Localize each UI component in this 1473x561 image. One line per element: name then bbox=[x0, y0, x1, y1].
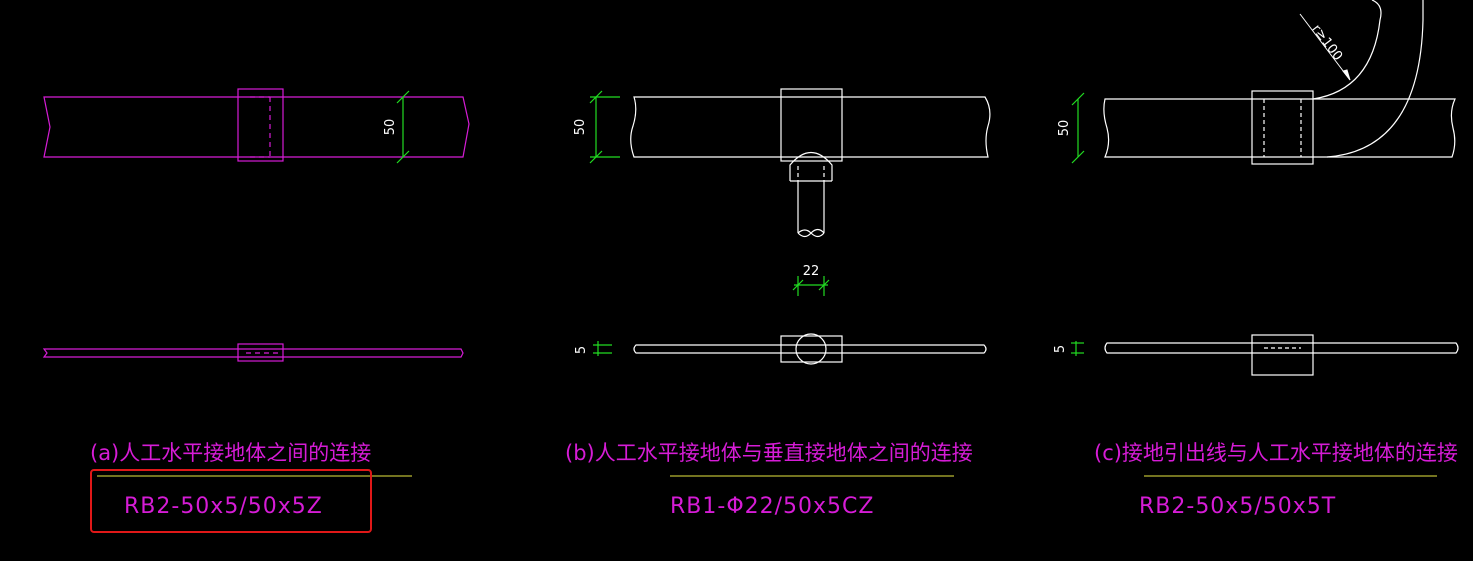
panel-c-connector-side bbox=[1251, 334, 1314, 376]
panel-c-dimensions bbox=[1299, 13, 1351, 81]
panel-c-lead-inner bbox=[1312, 0, 1382, 100]
panel-c bbox=[1103, 0, 1459, 376]
panel-a-flat-bar-side bbox=[42, 348, 464, 358]
panel-c-side-dimensions bbox=[1071, 92, 1085, 356]
panel-b-flat-bar-plan bbox=[630, 96, 991, 158]
panel-c-flat-bar-plan bbox=[1103, 98, 1456, 158]
panel-a-flat-bar-plan bbox=[43, 96, 470, 158]
panel-b-caption: (b)人工水平接地体与垂直接地体之间的连接 bbox=[565, 441, 973, 465]
panel-b-thickness-label: 5 bbox=[574, 346, 589, 354]
panel-c-flat-bar-side bbox=[1104, 342, 1459, 354]
panel-a-caption: (a)人工水平接地体之间的连接 bbox=[90, 441, 371, 465]
panel-b-rod-cap bbox=[789, 151, 833, 181]
panel-c-width-label: 50 bbox=[1057, 120, 1072, 137]
panel-a bbox=[42, 88, 470, 362]
panel-c-code: RB2-50x5/50x5T bbox=[1139, 494, 1336, 519]
panel-b-connector-plan bbox=[780, 88, 843, 162]
panel-b-rod-label: 22 bbox=[803, 264, 820, 279]
panel-a-width-label: 50 bbox=[383, 119, 398, 136]
panel-b-connector-side bbox=[780, 335, 843, 363]
panel-b-flat-bar-side bbox=[633, 344, 987, 354]
panel-a-connector-side bbox=[237, 343, 284, 362]
panel-b-width-label: 50 bbox=[573, 119, 588, 136]
panel-a-hidden-lines bbox=[250, 96, 271, 158]
panel-b-rod bbox=[797, 181, 825, 233]
panel-b-dimensions bbox=[589, 90, 830, 356]
panel-c-thickness-label: 5 bbox=[1053, 345, 1068, 353]
panel-b-rod-section bbox=[795, 333, 827, 365]
panel-b-code: RB1-Φ22/50x5CZ bbox=[670, 494, 874, 519]
panel-c-caption: (c)接地引出线与人工水平接地体的连接 bbox=[1094, 441, 1458, 465]
panel-c-lead-outer bbox=[1326, 0, 1424, 158]
panel-b bbox=[630, 88, 991, 365]
highlight-box bbox=[90, 469, 372, 533]
panel-a-dimension bbox=[396, 90, 410, 164]
panel-a-connector-plan bbox=[237, 88, 284, 162]
panel-a-code: RB2-50x5/50x5Z bbox=[124, 494, 323, 519]
panel-c-connector-plan bbox=[1251, 90, 1314, 165]
